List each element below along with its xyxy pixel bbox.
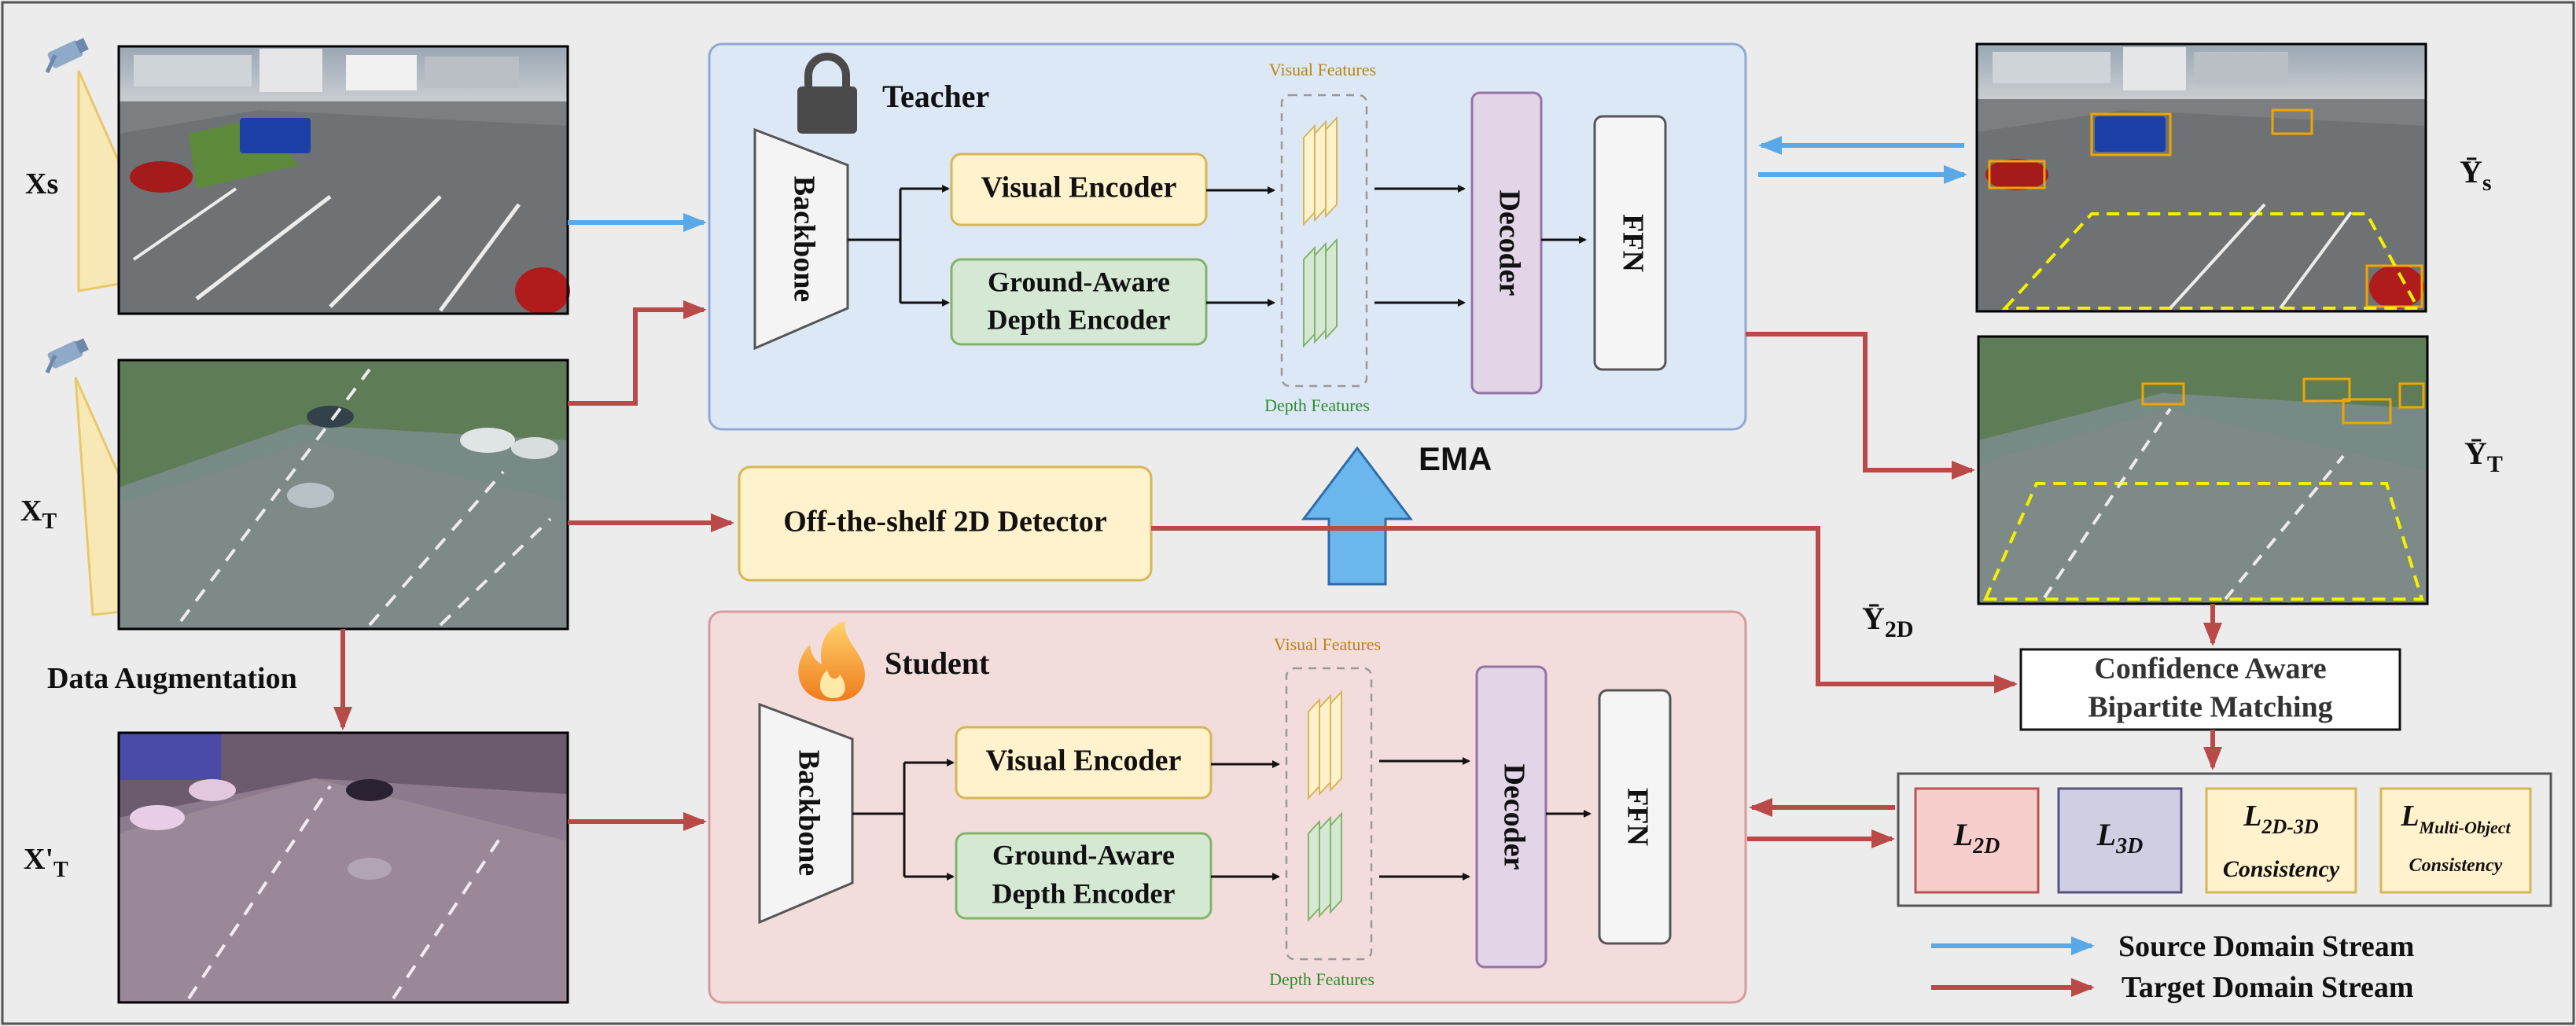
label-xs: Xs: [25, 167, 58, 200]
loss-3d: [2057, 787, 2183, 894]
student-depth-feature-maps: [1308, 811, 1342, 922]
student-ffn: [1598, 689, 1672, 945]
camera-icon: [45, 338, 89, 374]
augmented-image-xt: [119, 733, 568, 1002]
teacher-depth-encoder-line1: Ground-Aware: [988, 266, 1170, 297]
target-stream-detector-to-matching: [1151, 526, 2018, 693]
student-feature-box: [1285, 667, 1373, 961]
ema-label: EMA: [1419, 440, 1492, 477]
matching-label-line1: Confidence Aware: [2094, 653, 2326, 686]
loss-2d-3d-consistency: [2205, 787, 2357, 894]
teacher-backbone-label: Backbone: [787, 176, 820, 302]
loss-2d-3d-label: L2D-3D: [2243, 800, 2319, 838]
target-prediction-frame: [1977, 335, 2429, 605]
teacher-ffn-label: FFN: [1616, 214, 1649, 272]
source-prediction-image: [1977, 44, 2426, 311]
target-image-xt: [119, 360, 568, 629]
label-ys: Ȳs: [2460, 154, 2492, 196]
teacher-visual-features-label: Visual Features: [1269, 60, 1376, 79]
teacher-visual-feature-maps: [1303, 116, 1338, 226]
legend-source-label: Source Domain Stream: [2118, 930, 2414, 963]
camera-icon: [45, 38, 89, 74]
fire-icon: [798, 621, 865, 701]
target-stream-xt-to-teacher: [568, 300, 707, 406]
student-visual-encoder: [955, 726, 1213, 800]
teacher-visual-encoder-label: Visual Encoder: [981, 171, 1177, 204]
teacher-branch-connector: [848, 187, 948, 304]
teacher-decoder: [1470, 91, 1543, 395]
confidence-aware-bipartite-matching: [2019, 648, 2401, 731]
teacher-depth-feature-maps: [1303, 237, 1338, 348]
matching-label-line2: Bipartite Matching: [2088, 691, 2332, 724]
teacher-depth-features-label: Depth Features: [1264, 395, 1370, 415]
label-xt: XT: [20, 495, 57, 534]
student-ffn-label: FFN: [1621, 788, 1654, 846]
student-decoder: [1475, 665, 1547, 969]
source-image-xs: [119, 46, 570, 314]
detector-label: Off-the-shelf 2D Detector: [783, 506, 1107, 539]
teacher-feature-box: [1280, 94, 1368, 388]
student-depth-encoder-line2: Depth Encoder: [992, 877, 1176, 909]
label-xt-augmented: X'T: [24, 843, 68, 882]
loss-multi-object-consistency-label: Consistency: [2409, 855, 2503, 876]
loss-multi-object-consistency: [2379, 787, 2532, 894]
loss-2d-3d-consistency-label: Consistency: [2223, 856, 2340, 882]
off-the-shelf-detector: [738, 465, 1153, 582]
teacher-depth-encoder-line2: Depth Encoder: [988, 303, 1171, 335]
student-backbone: [758, 702, 854, 925]
student-depth-encoder-line1: Ground-Aware: [992, 839, 1175, 870]
legend-target-label: Target Domain Stream: [2122, 971, 2414, 1004]
loss-2d-label: L2D: [1953, 817, 2000, 859]
lock-icon: [797, 53, 857, 134]
teacher-title: Teacher: [882, 79, 989, 114]
target-prediction-image: [1978, 336, 2427, 604]
student-visual-feature-maps: [1308, 690, 1342, 800]
ema-arrow: [1301, 446, 1414, 586]
student-decoder-label: Decoder: [1497, 763, 1530, 870]
student-panel: [708, 610, 1747, 1004]
label-yt: ȲT: [2464, 436, 2503, 477]
student-backbone-label: Backbone: [792, 750, 825, 876]
source-image-frame: [117, 45, 569, 315]
teacher-ffn: [1593, 115, 1667, 371]
label-y2d: Ȳ2D: [1862, 601, 1914, 642]
student-visual-features-label: Visual Features: [1274, 634, 1381, 654]
teacher-panel: [708, 42, 1747, 431]
source-prediction-frame: [1975, 42, 2427, 313]
target-stream-teacher-to-yt: [1746, 332, 1975, 480]
teacher-backbone: [753, 127, 849, 351]
student-visual-encoder-label: Visual Encoder: [986, 745, 1182, 778]
loss-2d: [1914, 787, 2040, 894]
label-data-augmentation: Data Augmentation: [47, 662, 297, 695]
student-branch-connector: [852, 763, 906, 877]
student-title: Student: [885, 645, 990, 681]
augmented-image-frame: [117, 731, 569, 1004]
student-depth-features-label: Depth Features: [1269, 969, 1374, 989]
teacher-decoder-label: Decoder: [1492, 189, 1525, 296]
loss-multi-object-label: LMulti-Object: [2400, 800, 2511, 837]
loss-3d-label: L3D: [2096, 817, 2144, 859]
